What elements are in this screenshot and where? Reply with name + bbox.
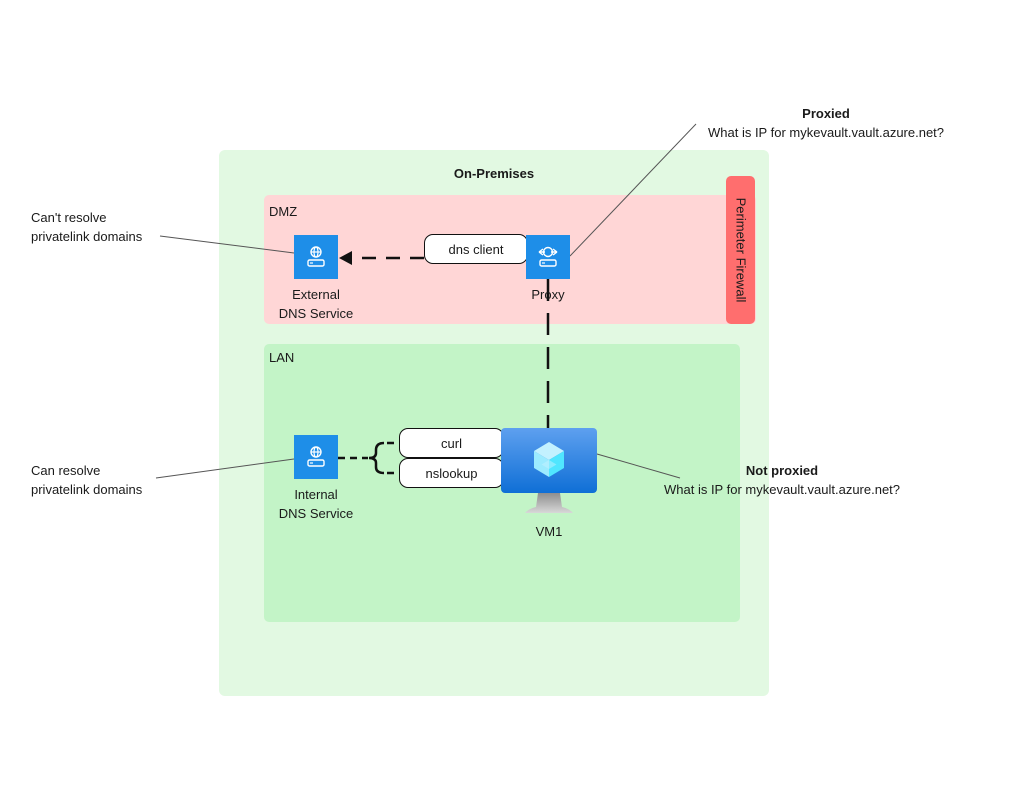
dns-server-icon bbox=[307, 246, 325, 267]
proxied-callout-line bbox=[569, 123, 697, 257]
can-resolve-line2: privatelink domains bbox=[31, 482, 143, 497]
vm1-label: VM1 bbox=[535, 524, 563, 539]
internal-dns-label-line1: Internal bbox=[294, 487, 338, 502]
external-dns-label-line1: External bbox=[292, 287, 340, 302]
external-dns-node[interactable] bbox=[294, 235, 338, 279]
cant-resolve-callout-line bbox=[159, 235, 295, 254]
cant-resolve-line2: privatelink domains bbox=[31, 229, 143, 244]
proxy-node[interactable] bbox=[526, 235, 570, 279]
can-resolve-callout-line bbox=[155, 458, 295, 479]
dns-client-box[interactable]: dns client bbox=[424, 234, 528, 264]
proxied-title: Proxied bbox=[802, 106, 850, 121]
not-proxied-annotation: Not proxied What is IP for mykevault.vau… bbox=[646, 461, 918, 499]
not-proxied-title: Not proxied bbox=[745, 463, 819, 478]
can-resolve-line1: Can resolve bbox=[31, 463, 101, 478]
nslookup-box[interactable]: nslookup bbox=[399, 458, 504, 488]
perimeter-firewall: Perimeter Firewall bbox=[726, 176, 755, 324]
proxy-label: Proxy bbox=[531, 287, 565, 302]
external-dns-label: External DNS Service bbox=[266, 285, 366, 323]
not-proxied-callout-line bbox=[596, 453, 681, 479]
internal-dns-label-line2: DNS Service bbox=[278, 506, 354, 521]
lan-label: LAN bbox=[269, 350, 295, 365]
not-proxied-text: What is IP for mykevault.vault.azure.net… bbox=[663, 482, 901, 497]
virtual-machine-icon[interactable] bbox=[500, 427, 598, 517]
internal-dns-node[interactable] bbox=[294, 435, 338, 479]
proxied-text: What is IP for mykevault.vault.azure.net… bbox=[707, 125, 945, 140]
internal-dns-label: Internal DNS Service bbox=[266, 485, 366, 523]
external-dns-label-line2: DNS Service bbox=[278, 306, 354, 321]
proxied-annotation: Proxied What is IP for mykevault.vault.a… bbox=[690, 104, 962, 142]
cant-resolve-annotation: Can't resolve privatelink domains bbox=[31, 208, 142, 246]
curl-box[interactable]: curl bbox=[399, 428, 504, 458]
dmz-label: DMZ bbox=[269, 204, 298, 219]
cant-resolve-line1: Can't resolve bbox=[31, 210, 107, 225]
brace bbox=[368, 441, 385, 475]
dns-server-icon bbox=[307, 446, 325, 467]
proxy-icon bbox=[538, 246, 558, 267]
can-resolve-annotation: Can resolve privatelink domains bbox=[31, 461, 142, 499]
arrow-head-icon bbox=[339, 251, 352, 265]
on-premises-label: On-Premises bbox=[453, 166, 535, 181]
